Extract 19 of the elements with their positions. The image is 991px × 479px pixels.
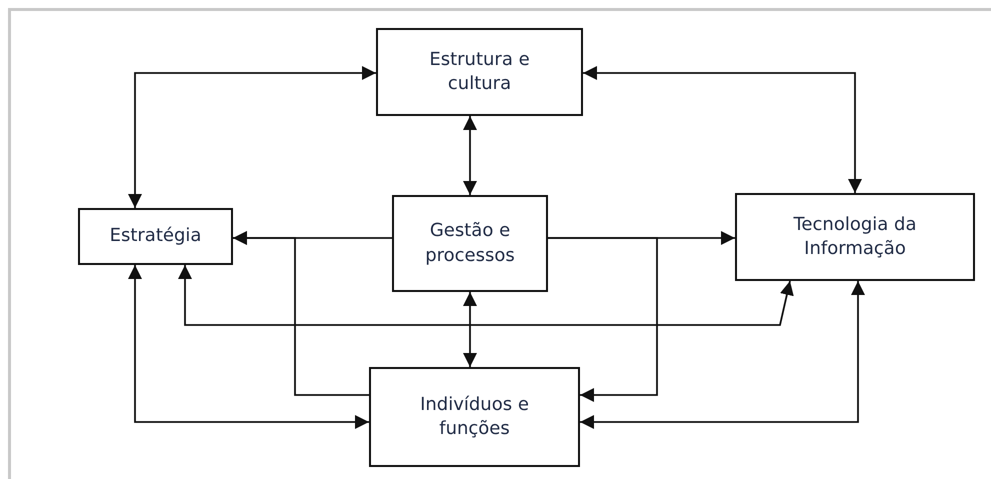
arrow: [128, 265, 369, 429]
arrow: [580, 281, 865, 429]
box-label: Gestão e processos: [424, 219, 516, 268]
process-box: [369, 367, 580, 467]
arrow: [233, 231, 369, 396]
box-label: Indivíduos e funções: [419, 392, 530, 441]
process-box: [376, 28, 583, 116]
box-label: Estrutura e cultura: [428, 48, 531, 96]
process-box: [78, 208, 233, 265]
process-box: [392, 195, 548, 292]
box-label: Estratégia: [108, 224, 202, 248]
arrow: [548, 237, 658, 402]
arrow: [463, 292, 477, 367]
arrow: [128, 66, 376, 208]
arrow: [583, 66, 862, 193]
arrow: [178, 265, 794, 326]
box-label: Tecnologia da Informação: [792, 212, 918, 261]
process-box: [735, 193, 975, 281]
arrow: [463, 116, 477, 195]
